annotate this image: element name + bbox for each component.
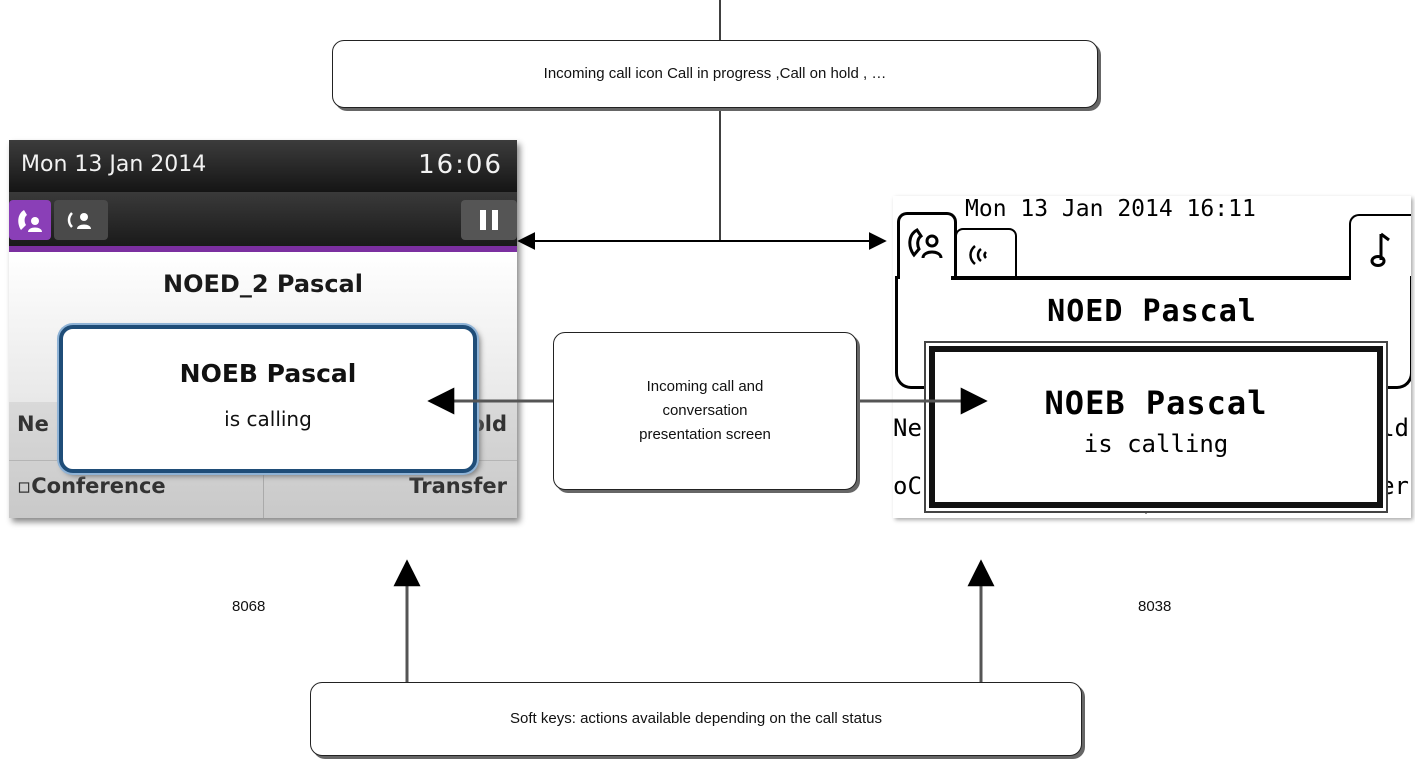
presentation-callout-line-2: conversation: [662, 402, 748, 419]
status-icon-callout-text: Incoming call icon Call in progress ,Cal…: [543, 65, 887, 82]
hold-icon: [480, 210, 498, 230]
softkey-top-right[interactable]: ld: [1380, 414, 1409, 442]
softkey-top-left[interactable]: Ne: [17, 412, 49, 436]
incoming-call-tab[interactable]: [897, 212, 957, 279]
tab-underline: [951, 276, 1351, 280]
soft-keys-callout-text: Soft keys: actions available depending o…: [510, 710, 882, 727]
second-call-tab[interactable]: [54, 200, 108, 240]
phone-8038-screen: Mon 13 Jan 2014 16:11 NOED Pascal Ne ld …: [893, 196, 1411, 518]
status-bar: Mon 13 Jan 2014 16:06: [9, 140, 517, 192]
conversation-name: NOED Pascal: [1047, 294, 1257, 329]
second-call-icon: [67, 212, 91, 229]
presentation-screen-callout: Incoming call and conversation presentat…: [553, 332, 857, 490]
incoming-call-icon: [908, 228, 943, 259]
incoming-call-tab[interactable]: [9, 200, 51, 240]
hold-tab[interactable]: [461, 200, 517, 240]
presentation-callout-line-3: presentation screen: [639, 426, 771, 443]
calling-status: is calling: [1083, 430, 1229, 458]
call-tab-bar: [9, 192, 517, 252]
softkey-top-left[interactable]: Ne: [893, 414, 922, 442]
model-label-8038: 8038: [1138, 598, 1172, 615]
caller-name: NOEB Pascal: [1044, 384, 1268, 422]
ringing-icon: [969, 245, 987, 265]
model-label-8068: 8068: [232, 598, 266, 615]
conversation-name: NOED_2 Pascal: [163, 270, 363, 298]
incoming-call-popup[interactable]: NOEB Pascal is calling: [929, 346, 1383, 508]
softkey-conference[interactable]: ▫Conference: [17, 474, 166, 498]
incoming-call-icon: [18, 210, 42, 232]
hold-tab[interactable]: [1349, 214, 1411, 278]
soft-keys-callout: Soft keys: actions available depending o…: [310, 682, 1082, 756]
calling-status: is calling: [224, 407, 312, 431]
date-label: Mon 13 Jan 2014: [21, 152, 207, 177]
softkey-bottom-right[interactable]: er: [1380, 472, 1409, 500]
softkey-bottom-left[interactable]: oC: [893, 472, 922, 500]
time-label: 16:06: [418, 150, 503, 180]
date-time-label: Mon 13 Jan 2014 16:11: [965, 196, 1256, 222]
incoming-call-popup[interactable]: NOEB Pascal is calling: [59, 325, 477, 473]
caller-name: NOEB Pascal: [179, 359, 357, 388]
softkey-transfer[interactable]: Transfer: [409, 474, 507, 498]
phone-8068-screen: Mon 13 Jan 2014 16:06 NOED_2 Pascal: [9, 140, 517, 518]
presentation-callout-line-1: Incoming call and: [646, 378, 764, 395]
status-icon-callout: Incoming call icon Call in progress ,Cal…: [332, 40, 1098, 108]
music-note-icon: [1370, 232, 1390, 267]
second-call-tab[interactable]: [955, 228, 1017, 278]
